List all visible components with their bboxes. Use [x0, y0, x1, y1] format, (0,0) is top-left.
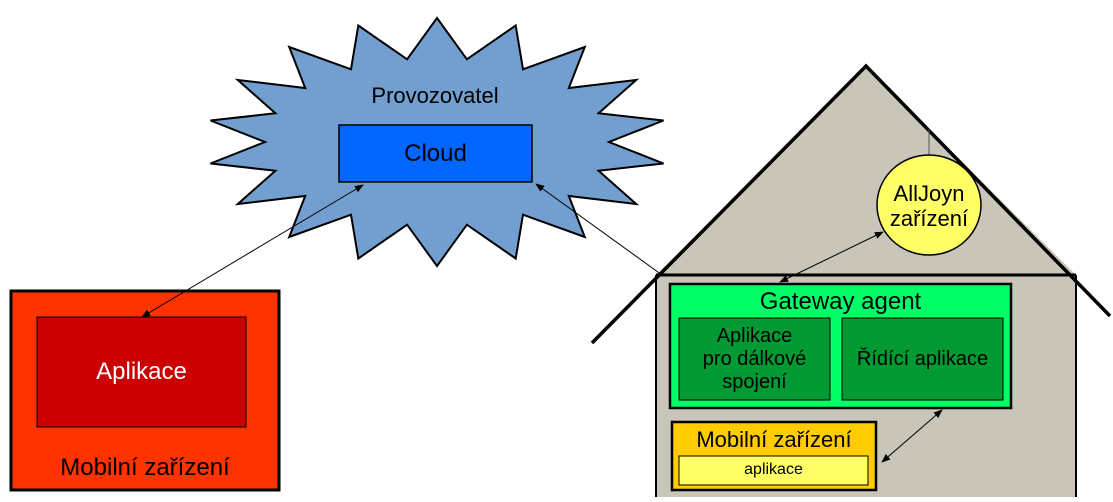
control-app-box: [841, 317, 1004, 401]
alljoyn-line-2: zařízení: [889, 206, 969, 231]
house-mobile-device-label: Mobilní zařízení: [696, 427, 852, 453]
alljoyn-line-1: AllJoyn: [893, 180, 965, 206]
connector-mobile-cloud: [141, 184, 364, 318]
mobile-app-box: [36, 316, 247, 428]
connector-house-cloud: [535, 183, 663, 276]
remote-app-line-3: spojení: [722, 370, 787, 393]
operator-label: Provozovatel: [371, 83, 499, 109]
connector-gateway-mobile: [881, 409, 943, 463]
house-mobile-app-box: [678, 455, 869, 486]
remote-app-line-2: pro dálkové: [702, 347, 807, 370]
remote-app-box: [678, 317, 831, 401]
connector-alljoyn-gateway: [779, 231, 884, 283]
remote-app-label: Aplikace pro dálkové spojení: [679, 318, 830, 400]
cloud-label: Cloud: [404, 139, 467, 167]
house-roof: [590, 63, 1112, 345]
cloud-box: [338, 124, 533, 183]
mobile-app-label: Aplikace: [96, 358, 187, 386]
alljoyn-device-circle: [876, 154, 982, 256]
remote-app-line-1: Aplikace: [716, 324, 793, 347]
control-app-label: Řídící aplikace: [856, 347, 989, 370]
mobile-device-label: Mobilní zařízení: [60, 454, 230, 482]
gateway-agent-label: Gateway agent: [759, 288, 922, 316]
alljoyn-device-label: AllJoyn zařízení: [877, 175, 981, 237]
house-mobile-app-label: aplikace: [744, 461, 803, 479]
